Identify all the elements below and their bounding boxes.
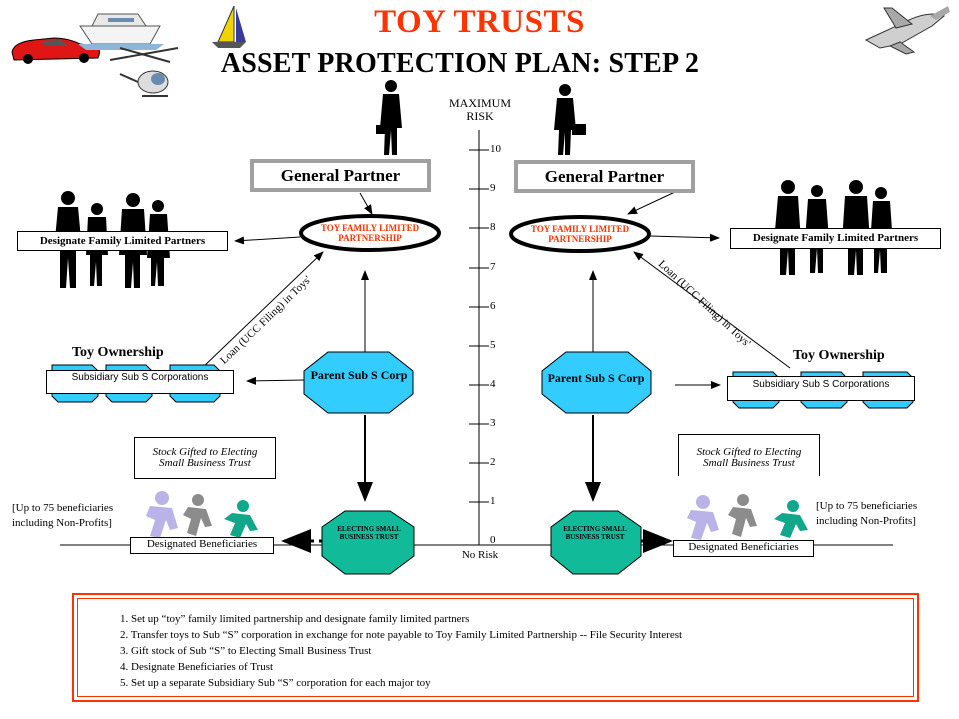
left-gp-arrow [359, 192, 373, 215]
left-stock-gifted-box: Stock Gifted to Electing Small Business … [134, 437, 276, 479]
risk-tick-label: 4 [490, 378, 496, 390]
helicopter-icon [109, 47, 179, 97]
right-beneficiaries-note: [Up to 75 beneficiaries including Non-Pr… [816, 500, 918, 527]
left-beneficiaries-box: Designated Beneficiaries [130, 537, 274, 554]
businessman-icon [554, 84, 586, 155]
risk-tick-label: 10 [490, 143, 501, 155]
left-general-partner-box: General Partner [250, 159, 431, 192]
left-parent-hexagon [303, 351, 414, 414]
left-beneficiaries-note: [Up to 75 beneficiaries including Non-Pr… [12, 502, 114, 529]
left-subsidiary-box: Subsidiary Sub S Corporations [46, 370, 234, 394]
left-parent-sub-arrow [246, 376, 306, 385]
page-subtitle: ASSET PROTECTION PLAN: STEP 2 [220, 48, 700, 79]
right-partners-arrow [649, 233, 720, 242]
risk-tick-label: 9 [490, 182, 496, 194]
left-parent-label: Parent Sub S Corp [310, 368, 408, 382]
risk-tick-label: 7 [490, 261, 496, 273]
page-title: TOY TRUSTS [374, 4, 585, 40]
risk-axis-top-label: MAXIMUM RISK [448, 96, 511, 123]
right-subsidiary-box: Subsidiary Sub S Corporations [727, 376, 915, 401]
risk-tick-label: 8 [490, 221, 496, 233]
left-loan-arrow [199, 251, 324, 371]
risk-tick-label: 3 [490, 417, 496, 429]
sports-car-icon [11, 37, 100, 64]
left-designate-partners-box: Designate Family Limited Partners [17, 231, 228, 251]
step-item: 3. Gift stock of Sub “S” to Electing Sma… [120, 645, 372, 657]
right-general-partner-box: General Partner [514, 160, 695, 193]
step-item: 2. Transfer toys to Sub “S” corporation … [120, 629, 683, 641]
running-children-icon [146, 491, 258, 538]
right-beneficiaries-box: Designated Beneficiaries [673, 540, 814, 557]
left-trust-label: ELECTING SMALL BUSINESS TRUST [337, 525, 401, 541]
step-item: 5. Set up a separate Subsidiary Sub “S” … [120, 677, 431, 689]
right-parent-label: Parent Sub S Corp [547, 371, 645, 385]
businessman-icon [376, 80, 402, 155]
risk-tick-label: 1 [490, 495, 496, 507]
right-flp-ellipse [509, 215, 651, 253]
sailboat-icon [212, 5, 246, 48]
right-trust-hexagon [550, 510, 642, 575]
right-gp-arrow [627, 191, 676, 215]
steps-inner-border [77, 598, 914, 697]
step-item: 1. Set up “toy” family limited partnersh… [120, 613, 470, 625]
risk-tick-label: 0 [490, 534, 496, 546]
risk-axis-ticks [469, 149, 489, 503]
steps-box: 1. Set up “toy” family limited partnersh… [72, 593, 919, 702]
left-partners-arrow [234, 236, 301, 245]
left-trust-hexagon [321, 510, 415, 575]
right-loan-arrow [633, 251, 791, 369]
right-trust-label: ELECTING SMALL BUSINESS TRUST [563, 525, 627, 541]
risk-tick-label: 6 [490, 300, 496, 312]
yacht-icon [78, 13, 164, 50]
running-children-icon [687, 494, 808, 540]
right-stock-gifted-box: Stock Gifted to Electing Small Business … [678, 434, 820, 476]
left-flp-label: TOY FAMILY LIMITED PARTNERSHIP [320, 223, 420, 243]
steps-list: 1. Set up “toy” family limited partnersh… [120, 611, 682, 691]
jet-icon [864, 6, 950, 55]
risk-tick-label: 2 [490, 456, 496, 468]
left-flp-ellipse [299, 214, 441, 252]
left-toy-ownership-label: Toy Ownership [72, 345, 164, 360]
right-toy-ownership-label: Toy Ownership [793, 348, 885, 363]
right-parent-hexagon [541, 351, 652, 414]
right-flp-label: TOY FAMILY LIMITED PARTNERSHIP [530, 224, 630, 244]
right-designate-partners-box: Designate Family Limited Partners [730, 228, 941, 249]
risk-tick-label: 5 [490, 339, 496, 351]
step-item: 4. Designate Beneficiaries of Trust [120, 661, 274, 673]
risk-axis-bottom-label: No Risk [461, 549, 499, 561]
